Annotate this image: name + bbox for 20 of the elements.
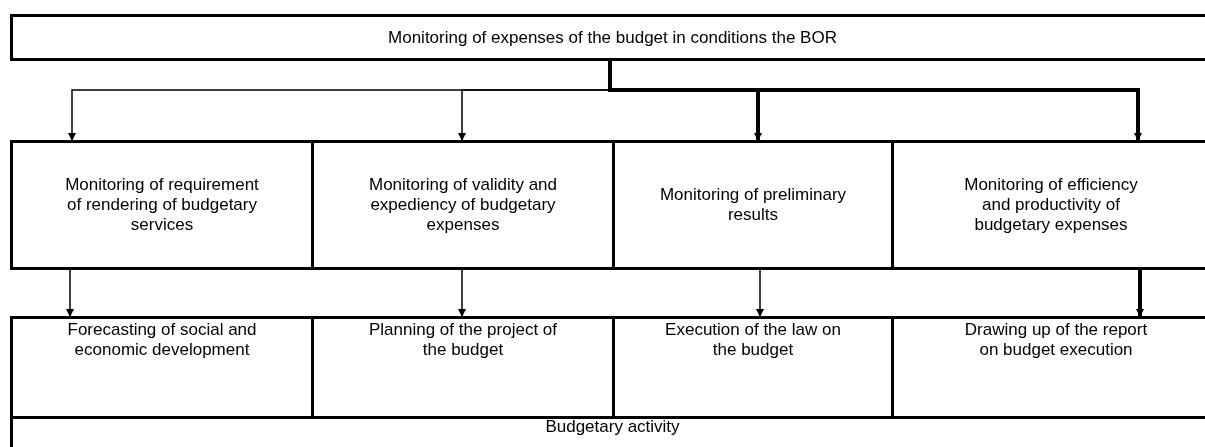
arrow bbox=[1136, 270, 1144, 317]
node-text: Monitoring of expenses of the budget in conditions the BOR bbox=[388, 27, 837, 48]
node-text: Drawing up of the report on budget execution bbox=[963, 320, 1149, 360]
process-box bbox=[612, 140, 894, 270]
arrow bbox=[458, 269, 466, 317]
process-box bbox=[311, 140, 615, 270]
node-text: Forecasting of social and economic development bbox=[66, 320, 258, 360]
title-box bbox=[10, 14, 1205, 61]
node-text: Execution of the law on the budget bbox=[664, 320, 842, 360]
node-text: Monitoring of validity and expediency of budgetary expenses bbox=[367, 175, 558, 235]
arrow bbox=[66, 269, 74, 317]
node-text: Monitoring of preliminary results bbox=[658, 185, 848, 225]
node-text: Monitoring of efficiency and productivity of budgetary expenses bbox=[963, 175, 1139, 235]
arrow bbox=[756, 269, 764, 317]
group-box bbox=[10, 316, 1205, 447]
node-text: Planning of the project of the budget bbox=[367, 320, 559, 360]
node-text: Monitoring of requirement of rendering of budgetary services bbox=[64, 175, 260, 235]
process-box bbox=[891, 140, 1205, 270]
process-box bbox=[10, 140, 314, 270]
node-text: Budgetary activity bbox=[544, 417, 681, 437]
